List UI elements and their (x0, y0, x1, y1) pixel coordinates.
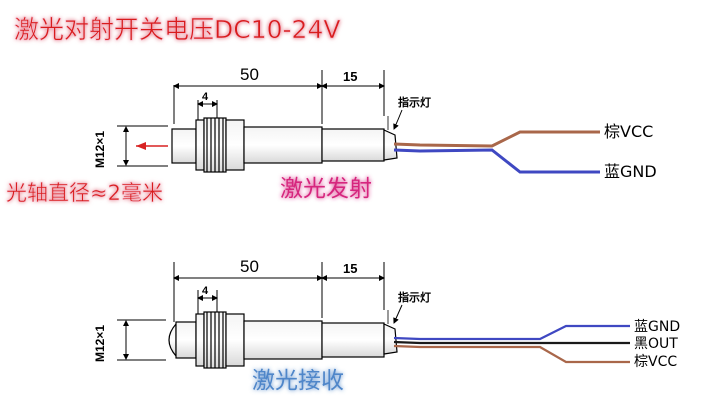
emitter-label: 激光发射 (280, 176, 372, 202)
receiver-dim-nut: 4 (202, 285, 209, 297)
emitter-wire-label-1: 棕VCC (604, 122, 653, 141)
receiver-label: 激光接收 (252, 368, 344, 394)
receiver-sensor-body (168, 310, 398, 369)
emitter-thread-label: M12×1 (93, 131, 107, 168)
receiver-dimensions (117, 262, 385, 361)
receiver-section: 50 15 4 M12×1 指示灯 蓝GND 黑OUT 棕VCC 激光 (93, 257, 680, 394)
emitter-indicator-arrow (393, 109, 403, 130)
receiver-wire-label-3: 棕VCC (634, 354, 677, 370)
emitter-cable (393, 130, 600, 174)
receiver-dim-total: 50 (240, 257, 259, 276)
receiver-indicator-arrow (393, 304, 403, 324)
receiver-thread-label: M12×1 (93, 325, 107, 362)
emitter-sensor-body (171, 116, 398, 173)
receiver-indicator-label: 指示灯 (398, 290, 431, 304)
receiver-wire-label-1: 蓝GND (634, 319, 680, 335)
emitter-dimensions (117, 70, 385, 167)
page-title: 激光对射开关电压DC10-24V (14, 15, 340, 44)
beam-diameter-note: 光轴直径≈2毫米 (6, 181, 163, 205)
emitter-dim-total: 50 (240, 65, 259, 84)
receiver-dim-cable: 15 (343, 261, 357, 276)
receiver-cable (393, 324, 630, 364)
receiver-wire-label-2: 黑OUT (634, 336, 678, 352)
emitter-indicator-label: 指示灯 (398, 95, 431, 109)
emitter-dim-cable: 15 (343, 69, 357, 84)
emitter-dim-nut: 4 (202, 91, 209, 103)
emitter-wire-label-2: 蓝GND (604, 162, 657, 181)
emitter-section: 50 15 4 M12×1 指示灯 棕VCC 蓝GND (6, 65, 657, 205)
